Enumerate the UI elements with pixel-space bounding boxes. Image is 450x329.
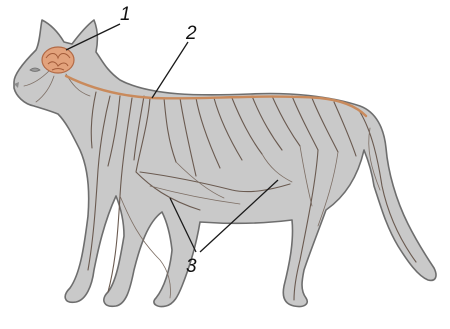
- label-1: 1: [120, 4, 131, 25]
- label-3: 3: [186, 256, 197, 277]
- cat-silhouette: [14, 20, 436, 307]
- eye: [30, 68, 40, 72]
- leader-line-2: [152, 42, 188, 98]
- label-2: 2: [185, 23, 197, 44]
- brain: [42, 47, 74, 73]
- cat-body: [14, 20, 436, 307]
